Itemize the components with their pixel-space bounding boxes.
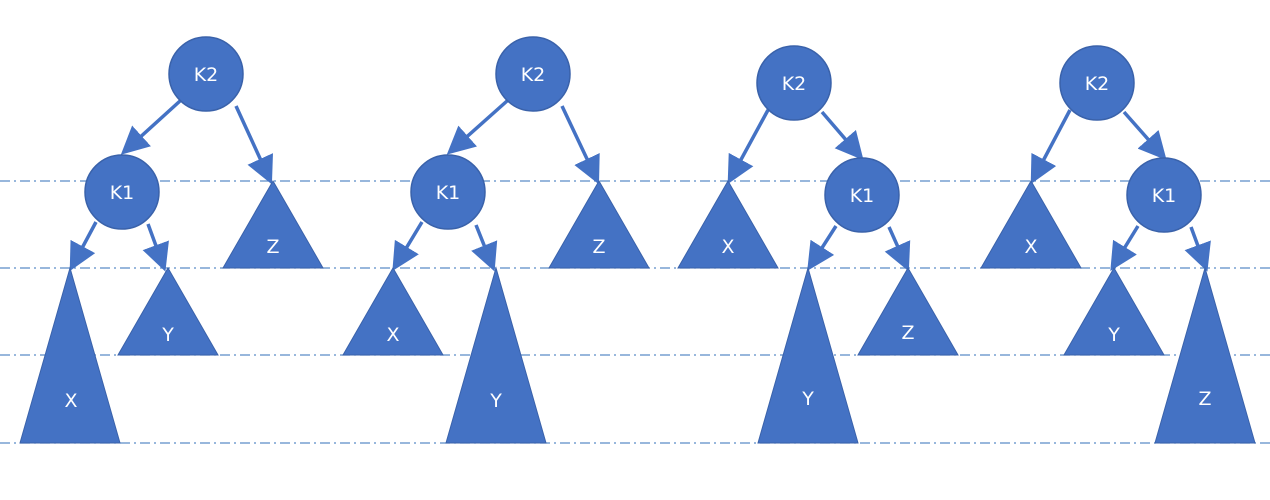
subtree-z-label: Z [1198,388,1211,410]
subtree-x [980,179,1082,269]
subtree-x-label: X [1024,236,1037,258]
node-k1-label: K1 [436,182,461,204]
subtree-x-label: X [64,390,77,412]
node-k1 [1126,157,1202,233]
subtree-x [19,266,121,444]
subtree-z [1154,266,1256,444]
tree-3: K2 K1 X Y Z [677,45,959,444]
subtree-y-label: Y [161,324,174,346]
subtree-z-label: Z [266,236,279,258]
node-k1 [84,154,160,230]
edge-k2-x [727,109,770,185]
tree-4: K2 K1 X Y Z [980,45,1256,444]
subtree-z [548,179,650,269]
subtree-z [222,179,324,269]
tree-1: K2 K1 X Y Z [19,36,324,444]
edge-k1-x [392,221,424,271]
node-k2-label: K2 [1085,73,1110,95]
node-k2-label: K2 [194,64,219,86]
edge-k1-z [884,226,911,272]
edge-k2-z [560,105,600,185]
edge-k1-y [471,224,498,272]
subtree-x-label: X [721,236,734,258]
edge-k1-y [807,225,838,271]
node-k2 [756,45,832,121]
node-k2-label: K2 [521,64,546,86]
node-k2-label: K2 [782,73,807,95]
subtree-y [445,266,547,444]
node-k2 [1059,45,1135,121]
subtree-y [117,266,219,356]
subtree-x-label: X [386,324,399,346]
edge-k1-y [1110,225,1140,271]
subtree-z-label: Z [592,236,605,258]
edge-k2-z [234,105,273,185]
edge-k1-z [1184,226,1211,272]
subtree-x [677,179,779,269]
edge-k1-x [69,221,98,272]
edge-k2-k1 [120,99,182,155]
edge-k2-k1 [446,99,509,155]
node-k1-label: K1 [110,182,135,204]
edge-k2-k1 [1122,110,1167,161]
node-k1-label: K1 [1152,185,1177,207]
edge-k1-y [142,223,169,272]
edge-k2-x [1030,109,1072,185]
subtree-y-label: Y [801,388,814,410]
edge-k2-k1 [820,110,864,161]
subtree-y [757,266,859,444]
subtree-y [1063,266,1165,356]
subtree-x [342,266,444,356]
node-k2 [495,36,571,112]
node-k1-label: K1 [850,185,875,207]
subtree-z [857,266,959,356]
subtree-y-label: Y [1107,324,1120,346]
node-k1 [824,157,900,233]
subtree-z-label: Z [901,322,914,344]
tree-2: K2 K1 X Y Z [342,36,650,444]
subtree-y-label: Y [489,390,502,412]
node-k2 [168,36,244,112]
node-k1 [410,154,486,230]
